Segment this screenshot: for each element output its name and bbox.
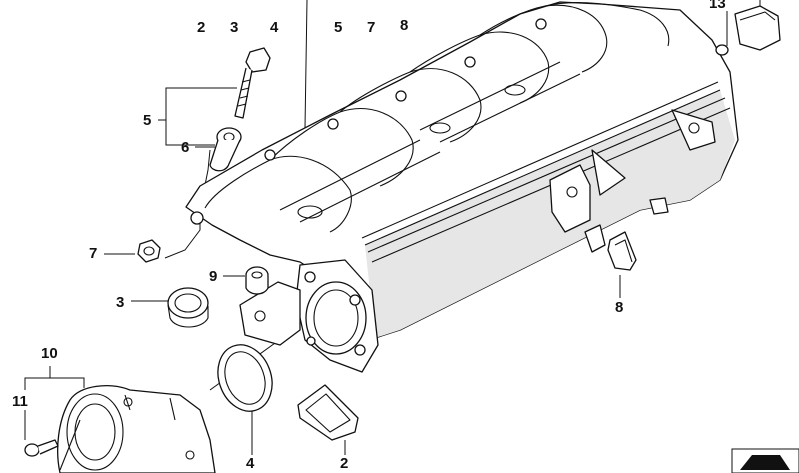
callout-5-top: 5: [334, 19, 342, 36]
bolt-part-5: [234, 47, 271, 119]
clip-part-8: [584, 224, 637, 271]
callout-11: 11: [12, 393, 28, 410]
callout-5-left: 5: [143, 112, 151, 129]
throttle-body-part-10: [57, 385, 216, 473]
callout-13: 13: [709, 0, 726, 12]
grommet-part-9: [245, 266, 269, 295]
callout-6: 6: [181, 139, 189, 156]
callout-3-top: 3: [230, 19, 238, 36]
gasket-part-2: [297, 384, 359, 441]
sleeve-part-6: [209, 127, 242, 172]
intake-manifold: [185, 1, 739, 373]
callout-2-top: 2: [197, 19, 205, 36]
callout-4-top: 4: [270, 19, 279, 36]
o-ring-part-4: [217, 344, 273, 412]
callout-4-bottom: 4: [246, 455, 255, 472]
catalog-symbol-icon: [731, 448, 799, 473]
callout-10: 10: [41, 345, 58, 362]
callout-9: 9: [209, 268, 217, 285]
callout-7-top: 7: [367, 19, 375, 36]
seal-ring-part-3: [167, 287, 209, 328]
callout-8-right: 8: [615, 299, 623, 316]
nut-part-7: [137, 239, 161, 263]
sensor-part-13: [715, 5, 781, 56]
callout-3-left: 3: [116, 294, 124, 311]
callout-7-left: 7: [89, 245, 97, 262]
callout-8-top: 8: [400, 17, 408, 34]
callout-2-bottom: 2: [340, 455, 348, 472]
screw-part-11: [24, 439, 59, 457]
